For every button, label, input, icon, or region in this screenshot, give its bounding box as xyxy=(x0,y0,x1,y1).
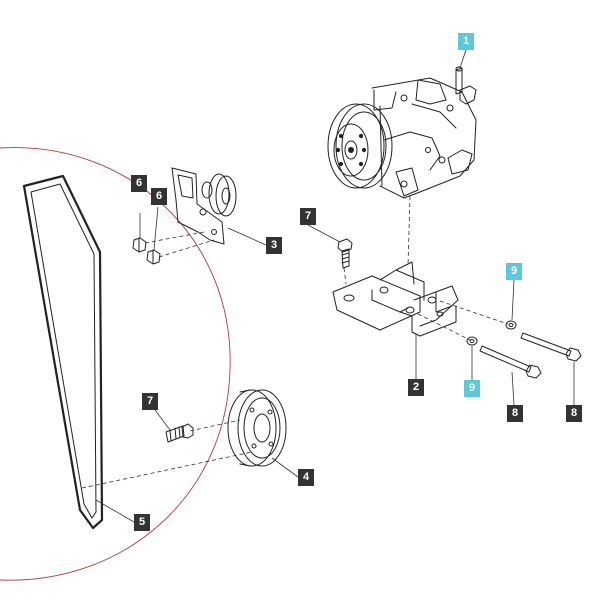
bolt-6-left xyxy=(132,237,147,253)
callout-8-long-bolt-upper[interactable]: 8 xyxy=(566,405,582,422)
callout-4-pulley[interactable]: 4 xyxy=(298,469,314,486)
bolt-6-right xyxy=(146,249,161,265)
callout-3-idler-bracket[interactable]: 3 xyxy=(266,237,282,254)
crank-pulley xyxy=(227,389,287,467)
long-bolt-8-lower xyxy=(479,345,542,379)
washer-9-upper xyxy=(505,320,517,330)
callout-9-washer-upper[interactable]: 9 xyxy=(506,263,522,280)
callout-6-bolt-right[interactable]: 6 xyxy=(151,188,167,205)
idler-bracket-assembly xyxy=(171,167,237,245)
leader-lines xyxy=(95,49,575,523)
long-bolt-8-upper xyxy=(520,332,582,362)
drive-belt xyxy=(22,174,104,530)
assembly-lines xyxy=(81,195,509,489)
ac-compressor xyxy=(327,66,477,199)
callout-9-washer-lower[interactable]: 9 xyxy=(464,380,480,397)
callout-8-long-bolt-lower[interactable]: 8 xyxy=(507,405,523,422)
callout-2-bracket[interactable]: 2 xyxy=(408,379,424,396)
bolt-7-lower xyxy=(165,423,194,443)
compressor-bracket xyxy=(332,261,459,337)
callout-7-bolt-upper[interactable]: 7 xyxy=(300,208,316,225)
callout-7-bolt-lower[interactable]: 7 xyxy=(142,393,158,410)
callout-5-belt[interactable]: 5 xyxy=(134,514,150,531)
washer-9-lower xyxy=(466,336,478,346)
detail-circle xyxy=(0,147,231,581)
callout-1-compressor[interactable]: 1 xyxy=(458,33,474,50)
bolt-7-upper xyxy=(337,238,353,269)
callout-6-bolt-left[interactable]: 6 xyxy=(131,175,147,192)
